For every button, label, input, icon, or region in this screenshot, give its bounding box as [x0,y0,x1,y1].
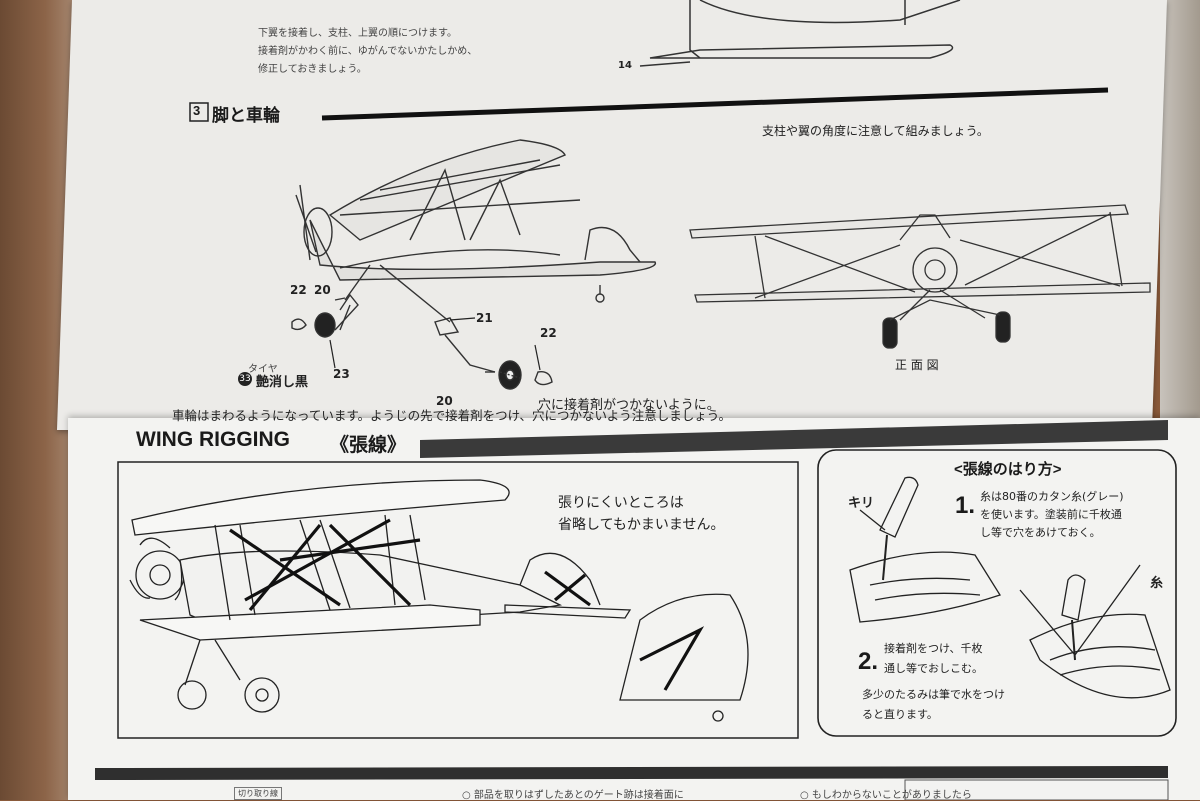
step1-line1: 糸は80番のカタン糸(グレー) [980,490,1124,503]
step2-line3: 多少のたるみは筆で水をつけ [862,688,1005,701]
landing-gear-parts-drawing [291,293,553,390]
step1-number: 1. [955,492,976,519]
rigging-heading-rule [420,420,1168,458]
footer-rule [95,766,1168,780]
section-3-rule [321,87,1109,121]
footer-note-questions: ○ もしわからないことがありましたら [800,790,972,801]
step2-note-line3: 修正しておきましょう。 [258,64,367,75]
rigging-biplane-drawing [129,479,749,722]
box-right-wall [1160,0,1200,460]
step2-line2: 通し等でおしこむ。 [884,662,983,675]
paint-name: 艶消し黒 [256,375,309,390]
part-number-21: 21 [476,311,493,325]
part-number-20-b: 20 [436,394,453,408]
biplane-side-view-drawing [295,139,657,331]
part-number-22: 22 [290,283,307,297]
step2-note-line1: 下翼を接着し、支柱、上翼の順につけます。 [258,28,457,39]
howto-title: <張線のはり方> [954,461,1062,478]
paint-code-badge: 33 [238,372,252,386]
part-number-20: 20 [314,283,331,297]
rigging-skip-note-line2: 省略してもかまいません。 [558,517,725,533]
rigging-wires [229,518,705,691]
section-3-title: 脚と車輪 [212,106,280,125]
strut-angle-note: 支柱や翼の角度に注意して組みましょう。 [762,124,989,138]
step2-line1: 接着剤をつけ、千枚 [884,642,983,655]
rigging-diagram-frame [117,461,799,739]
step2-note-line2: 接着剤がかわく前に、ゆがんでないかたしかめ、 [258,46,478,57]
biplane-front-view-drawing [689,204,1151,349]
biplane-top-partial-drawing [639,0,961,67]
cut-line-label: 切り取り線 [234,787,282,800]
front-view-label: 正 面 図 [895,358,939,372]
awl-drawing [849,476,1001,623]
howto-panel-frame [817,449,1177,737]
step2-line4: ると直ります。 [862,708,938,721]
rigging-skip-note-line1: 張りにくいところは [558,495,684,511]
hole-glue-note: 穴に接着剤がつかないように。 [538,398,720,413]
thread-insert-drawing [1019,564,1171,699]
part-leader-lines [329,317,541,371]
step2-number: 2. [858,648,879,675]
section-3-number: 3 [193,103,201,118]
rigging-title-jp: 《張線》 [330,435,407,456]
part-number-23: 23 [333,367,350,381]
footer-note-gate-marks: ○ 部品を取りはずしたあとのゲート跡は接着面に [462,790,684,801]
step1-line3: し等で穴をあけておく。 [980,526,1101,539]
awl-label: キリ [848,496,875,511]
step1-line2: を使います。塗装前に千枚通 [980,508,1122,521]
footer-fragment-box [904,779,1169,800]
part-number-14: 14 [618,60,632,71]
wheel-rotation-note: 車輪はまわるようになっています。ようじの先で接着剤をつけ、穴につかないよう注意し… [172,408,732,423]
thread-label: 糸 [1150,576,1164,591]
section-number-box [189,102,209,122]
tire-label: タイヤ [248,364,278,375]
rigging-title-en: WING RIGGING [136,428,290,451]
part-number-22-b: 22 [540,326,557,340]
